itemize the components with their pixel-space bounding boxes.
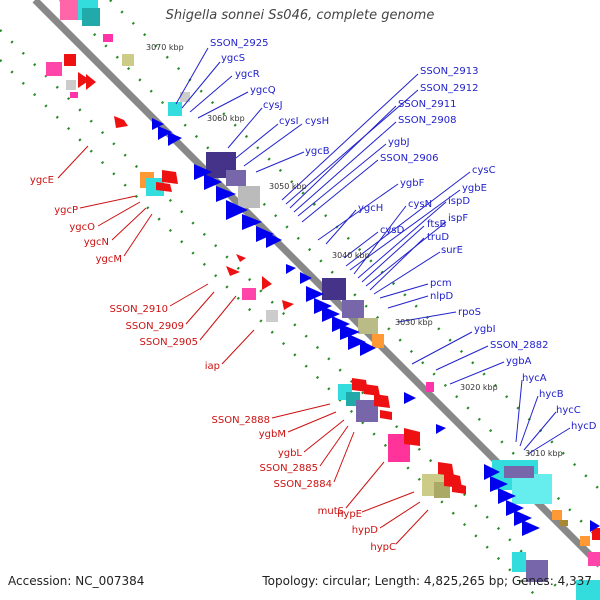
gene-label: ygbI <box>474 324 496 335</box>
gene-features <box>46 0 600 600</box>
gene-label: rpoS <box>458 307 481 318</box>
gene-label: ygbL <box>278 448 303 459</box>
gene-label: SSON_2888 <box>212 415 271 426</box>
callout-lines <box>57 47 571 545</box>
scale-label: 3060 kbp <box>207 114 245 123</box>
gene-label: pcm <box>430 278 452 289</box>
gene-label: iap <box>205 361 220 372</box>
gene-label: ispF <box>448 213 468 224</box>
gene-label: ygbM <box>259 429 286 440</box>
gene-label: truD <box>427 232 449 243</box>
gene-label: SSON_2911 <box>398 99 457 110</box>
gene-label: ygbJ <box>388 137 410 148</box>
gene-label: ygcQ <box>250 85 276 96</box>
gene-label: hypE <box>337 509 362 520</box>
gene-label: ygbF <box>400 178 425 189</box>
gene-label: cysI <box>279 116 299 127</box>
gene-label: ispD <box>448 196 470 207</box>
gene-label: ygcE <box>30 175 54 186</box>
gene-label: hycC <box>556 405 581 416</box>
gene-label: cysD <box>380 225 405 236</box>
gene-label: ygcS <box>221 53 245 64</box>
gene-label: ygbA <box>506 356 532 367</box>
gene-label: SSON_2910 <box>110 304 169 315</box>
gene-label: hypC <box>370 542 396 553</box>
scale-labels: 3070 kbp 3060 kbp 3050 kbp 3040 kbp 3030… <box>146 43 563 458</box>
gene-label: hypD <box>352 525 379 536</box>
gene-label: hycB <box>539 389 564 400</box>
gene-label: SSON_2908 <box>398 115 457 126</box>
gene-label: SSON_2913 <box>420 66 479 77</box>
gene-label: SSON_2925 <box>210 38 269 49</box>
gene-label: ygcM <box>96 254 122 265</box>
gene-label: ygcR <box>235 69 260 80</box>
page-title: Shigella sonnei Ss046, complete genome <box>165 8 435 23</box>
gene-label: ygcP <box>54 205 78 216</box>
gene-label: ygcN <box>84 237 109 248</box>
gene-label: ygbE <box>462 183 487 194</box>
gene-label: SSON_2905 <box>140 337 199 348</box>
reverse-gene-labels: ygcE ygcP ygcO ygcN ygcM SSON_2910 SSON_… <box>30 175 396 553</box>
gene-label: hycD <box>571 421 597 432</box>
gene-label: ftsB <box>427 219 446 230</box>
gene-label: SSON_2885 <box>260 463 319 474</box>
gene-label: ygcB <box>305 146 330 157</box>
forward-gene-labels: SSON_2925 ygcS ygcR ygcQ cysJ cysI cysH … <box>210 38 597 432</box>
scale-label: 3020 kbp <box>460 383 498 392</box>
scale-label: 3010 kbp <box>525 449 563 458</box>
gene-label: cysJ <box>263 100 283 111</box>
scale-label: 3040 kbp <box>332 251 370 260</box>
gene-label: cysH <box>305 116 329 127</box>
gene-label: SSON_2906 <box>380 153 439 164</box>
gene-label: SSON_2912 <box>420 83 479 94</box>
gene-label: ygcO <box>69 222 95 233</box>
gene-label: nlpD <box>430 291 453 302</box>
gene-label: mutS <box>318 506 344 517</box>
gene-label: surE <box>441 245 463 256</box>
gene-label: hycA <box>522 373 547 384</box>
scale-label: 3050 kbp <box>269 182 307 191</box>
gene-label: SSON_2909 <box>126 321 185 332</box>
genome-summary: Topology: circular; Length: 4,825,265 bp… <box>262 574 592 588</box>
scale-label: 3030 kbp <box>395 318 433 327</box>
scale-label: 3070 kbp <box>146 43 184 52</box>
accession-label: Accession: NC_007384 <box>8 574 145 588</box>
gene-label: cysN <box>408 199 432 210</box>
gene-label: ygcH <box>358 203 383 214</box>
gene-label: cysC <box>472 165 496 176</box>
gene-label: SSON_2882 <box>490 340 549 351</box>
gene-label: SSON_2884 <box>274 479 333 490</box>
